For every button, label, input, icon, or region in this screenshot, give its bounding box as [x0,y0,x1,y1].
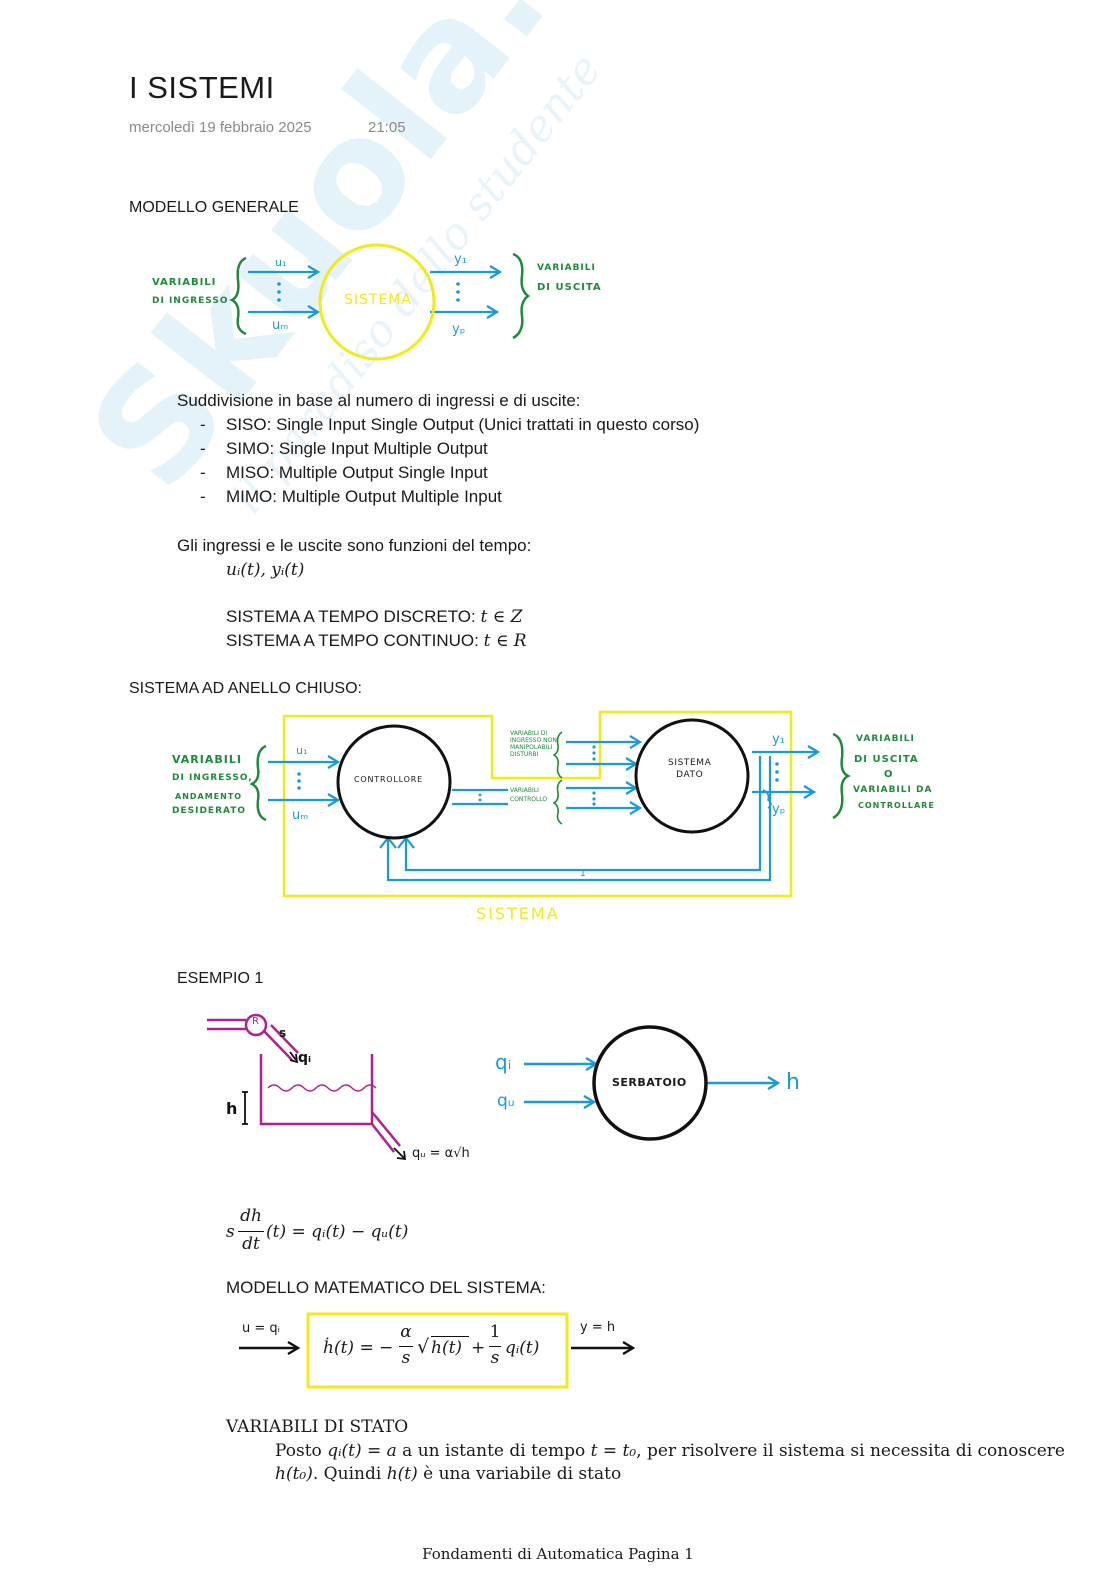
list-item: -MISO: Multiple Output Single Input [200,463,488,482]
cl-output-label-2: DI USCITA [854,754,919,765]
cl-um: uₘ [292,808,309,823]
cl-input-label-3: ANDAMENTO [175,792,243,801]
state-variables-heading: VARIABILI DI STATO [226,1417,409,1437]
general-yp: yₚ [452,322,466,337]
block-qu: qᵤ [497,1091,515,1111]
general-outputs-label-2: DI USCITA [537,282,602,293]
plant-label: SISTEMA DATO [668,758,712,780]
cl-input-label-1: VARIABILI [172,753,242,766]
classification-intro: Suddivisione in base al numero di ingres… [177,391,581,410]
tank-qi-label: qᵢ [298,1050,312,1066]
system-boundary-label: SISTEMA [476,904,560,923]
model-heading: MODELLO MATEMATICO DEL SISTEMA: [226,1278,546,1297]
list-item: -SISO: Single Input Single Output (Unici… [200,415,700,434]
page-footer: Fondamenti di Automatica Pagina 1 [422,1545,694,1563]
continuous-system-line: SISTEMA A TEMPO CONTINUO: t ∈ R [226,631,527,651]
page-time: 21:05 [368,119,406,136]
cl-u1: u₁ [296,744,308,757]
general-um: uₘ [272,318,289,333]
tank-qu-label: qᵤ = α√h [412,1146,470,1161]
functions-intro: Gli ingressi e le uscite sono funzioni d… [177,536,532,555]
general-inputs-label-2: DI INGRESSO [152,296,229,306]
tank-h-label: h [226,1099,238,1118]
general-outputs-label-1: VARIABILI [537,263,596,273]
page-date: mercoledì 19 febbraio 2025 [129,119,312,136]
cl-input-label-4: DESIDERATO [172,806,247,816]
general-u1: u₁ [275,256,287,269]
block-h: h [786,1070,800,1095]
general-system-label: SISTEMA [344,292,412,308]
functions-formula: uᵢ(t), yᵢ(t) [226,560,305,580]
valve-label: R [252,1016,259,1027]
tank-block-label: SERBATOIO [612,1076,687,1089]
section-heading-closed-loop: SISTEMA AD ANELLO CHIUSO: [129,680,362,697]
page-title: I SISTEMI [129,70,275,105]
cl-output-label-3: O [884,769,894,780]
classification-list: -SISO: Single Input Single Output (Unici… [200,413,699,509]
state-variables-line-2: h(t₀). Quindi h(t) è una variabile di st… [275,1464,622,1484]
list-item: -MIMO: Multiple Output Multiple Input [200,487,502,506]
cl-output-label-5: CONTROLLARE [858,801,935,810]
controller-label: CONTROLLORE [354,775,423,784]
general-y1: y₁ [454,252,467,267]
model-input-label: u = qᵢ [242,1321,280,1336]
state-equation: ḣ(t) = − α s √ h(t) + 1 s qᵢ(t) [323,1322,540,1368]
disturbance-label: VARIABILI DI INGRESSO NON MANIPOLABILI D… [510,730,557,758]
section-heading-example: ESEMPIO 1 [177,970,264,987]
cl-output-label-1: VARIABILI [856,734,915,744]
cl-y1: y₁ [772,732,785,747]
general-inputs-label-1: VARIABILI [152,277,217,288]
state-variables-line-1: Posto qᵢ(t) = a a un istante di tempo t … [275,1441,1065,1461]
block-qi: qᵢ [495,1050,512,1074]
cl-input-label-2: DI INGRESSO, [172,773,253,783]
discrete-system-line: SISTEMA A TEMPO DISCRETO: t ∈ Z [226,607,523,627]
tank-s-label: s [279,1026,287,1040]
list-item: -SIMO: Single Input Multiple Output [200,439,488,458]
control-variables-label: VARIABILI CONTROLLO [510,787,548,803]
feedback-mark: 1 [580,869,586,879]
section-heading-general-model: MODELLO GENERALE [129,199,299,216]
model-output-label: y = h [580,1320,616,1335]
cl-output-label-4: VARIABILI DA [853,785,933,795]
cl-yp: yₚ [772,802,786,817]
